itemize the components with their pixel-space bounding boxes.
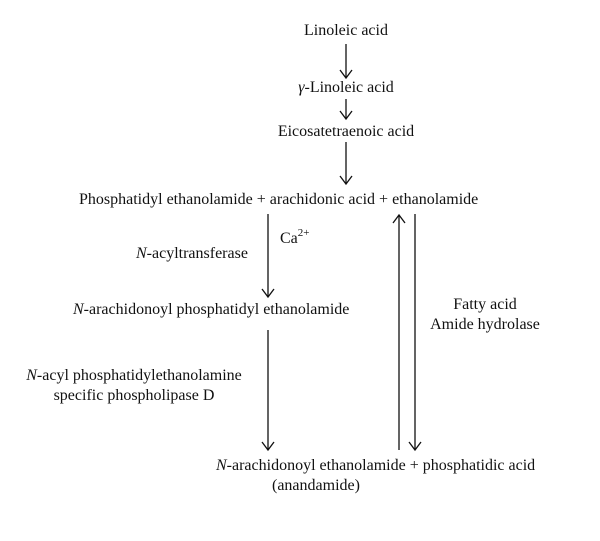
cofactor-calcium: Ca2+ (280, 226, 310, 249)
gamma-symbol: γ (298, 79, 305, 96)
node-pe-arachidonic-ethanolamide: Phosphatidyl ethanolamide + arachidonic … (79, 191, 479, 208)
aea-text: -arachidonoyl ethanolamide + phosphatidi… (226, 457, 536, 474)
node-nape: N-arachidonoyl phosphatidyl ethanolamide (73, 300, 349, 320)
arrow-gamma-to-eicosa (339, 99, 353, 121)
nat-italic-n: N (136, 245, 147, 262)
enzyme-faah: Fatty acid Amide hydrolase (430, 295, 540, 335)
gamma-linoleic-text: -Linoleic acid (304, 79, 394, 96)
arrow-aea-to-pe-up (392, 213, 406, 450)
node-eicosatetraenoic-acid: Eicosatetraenoic acid (277, 123, 415, 140)
enzyme-nape-pld: N-acyl phosphatidylethanolamine specific… (14, 366, 254, 406)
pld-italic-n: N (26, 367, 37, 384)
arrow-eicosa-to-pe (339, 142, 353, 186)
faah-line-1: Fatty acid (453, 296, 517, 313)
node-anandamide-phosphatidic-acid: N-arachidonoyl ethanolamide + phosphatid… (216, 456, 535, 496)
arrow-pe-to-nape (261, 214, 275, 299)
enzyme-n-acyltransferase: N-acyltransferase (136, 244, 248, 264)
arrow-nape-to-aea (261, 330, 275, 452)
arrow-linoleic-to-gamma (339, 44, 353, 80)
calcium-symbol: Ca (280, 230, 298, 247)
aea-italic-n: N (216, 457, 227, 474)
pld-line-1: N-acyl phosphatidylethanolamine (14, 366, 254, 386)
pld-line-2: specific phospholipase D (53, 387, 215, 404)
aea-line-1: N-arachidonoyl ethanolamide + phosphatid… (216, 456, 535, 476)
arrow-pe-to-aea-down (408, 214, 422, 452)
calcium-charge: 2+ (297, 226, 310, 239)
nape-italic-n: N (73, 301, 84, 318)
aea-line-2: (anandamide) (272, 477, 360, 494)
nat-text: -acyltransferase (146, 245, 248, 262)
node-linoleic-acid: Linoleic acid (304, 22, 388, 39)
faah-line-2: Amide hydrolase (430, 316, 540, 333)
node-gamma-linoleic-acid: γ-Linoleic acid (236, 78, 456, 98)
pld-line-1-text: -acyl phosphatidylethanolamine (36, 367, 242, 384)
nape-text: -arachidonoyl phosphatidyl ethanolamide (83, 301, 350, 318)
